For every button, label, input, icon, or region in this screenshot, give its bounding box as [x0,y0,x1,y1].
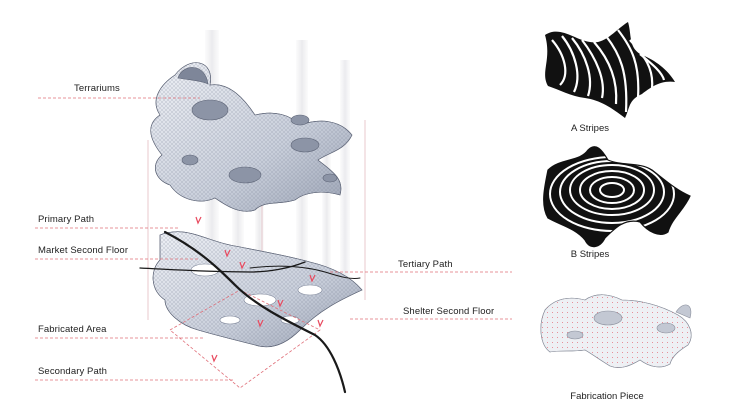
label-primary-path: Primary Path [38,214,95,225]
caption-b-stripes: B Stripes [570,249,610,260]
b-stripes-piece [543,146,691,248]
fabricated-area-outline [169,289,321,389]
label-fabricated-area: Fabricated Area [38,324,107,335]
fabrication-piece [540,294,692,368]
label-market-second-floor: Market Second Floor [38,245,129,256]
secondary-path-line [139,261,306,273]
label-terrariums: Terrariums [74,83,120,94]
path-markers [195,216,324,363]
label-shelter-second-floor: Shelter Second Floor [403,306,495,317]
label-secondary-path: Secondary Path [38,366,107,377]
caption-a-stripes: A Stripes [570,123,610,134]
a-stripes-piece [545,22,675,118]
terrarium-canopy [150,62,353,212]
caption-fabrication-piece: Fabrication Piece [570,391,644,402]
primary-path-line [163,230,347,394]
leader-lines [35,97,512,381]
label-tertiary-path: Tertiary Path [398,259,453,270]
tertiary-path-line [249,265,361,279]
lower-floor-plate [152,231,363,348]
circulation-paths [139,230,361,394]
